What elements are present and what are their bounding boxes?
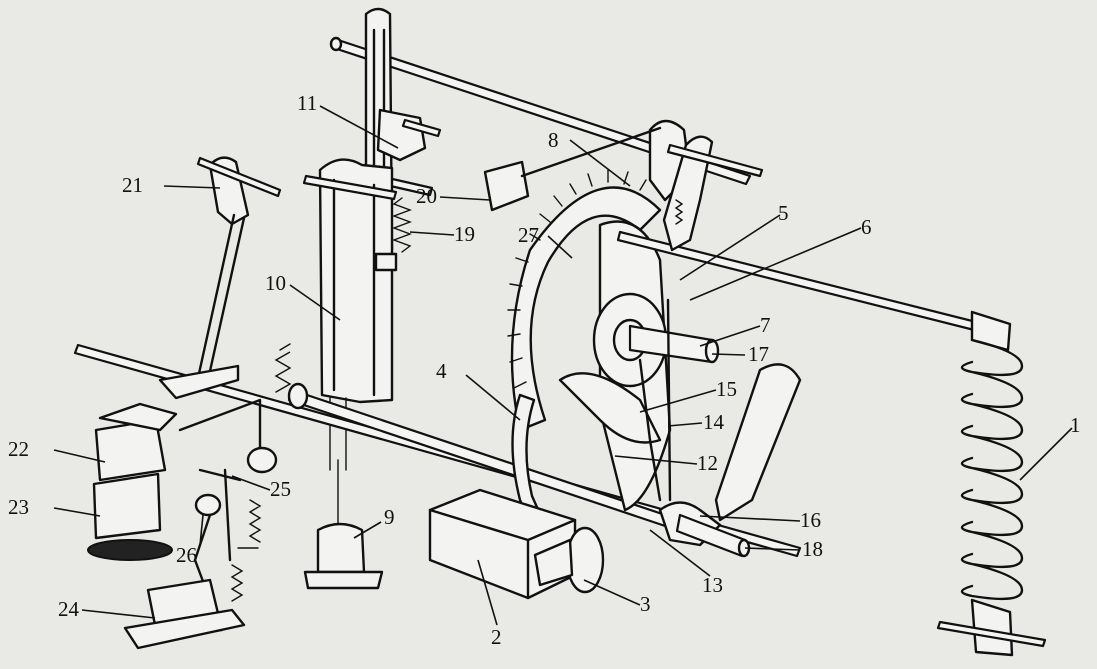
label-6: 6 bbox=[861, 215, 872, 239]
label-18: 18 bbox=[802, 537, 823, 561]
label-14: 14 bbox=[703, 410, 725, 434]
label-5: 5 bbox=[778, 201, 789, 225]
label-9: 9 bbox=[384, 505, 395, 529]
frame-10 bbox=[302, 158, 398, 471]
top-shaft bbox=[329, 36, 752, 186]
label-8: 8 bbox=[548, 128, 559, 152]
label-19: 19 bbox=[454, 222, 475, 246]
label-10: 10 bbox=[265, 271, 286, 295]
bracket-20 bbox=[483, 126, 662, 212]
label-12: 12 bbox=[697, 451, 718, 475]
magnet-24 bbox=[123, 564, 246, 650]
label-11: 11 bbox=[297, 91, 317, 115]
label-21: 21 bbox=[122, 173, 143, 197]
label-15: 15 bbox=[716, 377, 737, 401]
label-17: 17 bbox=[748, 342, 769, 366]
label-23: 23 bbox=[8, 495, 29, 519]
label-4: 4 bbox=[436, 359, 447, 383]
label-13: 13 bbox=[702, 573, 723, 597]
label-1: 1 bbox=[1070, 413, 1081, 437]
label-16: 16 bbox=[800, 508, 821, 532]
label-26: 26 bbox=[176, 543, 197, 567]
spring-1 bbox=[936, 310, 1047, 657]
leader-lines bbox=[53, 105, 1073, 626]
gear-27 bbox=[507, 169, 662, 432]
link-21 bbox=[196, 156, 282, 382]
disc-3 bbox=[533, 526, 605, 594]
crank-16 bbox=[658, 501, 751, 558]
label-24: 24 bbox=[58, 597, 80, 621]
pawl-8 bbox=[648, 119, 764, 252]
callout-labels: 1 2 3 4 5 6 7 8 9 10 11 12 13 14 15 16 1… bbox=[8, 91, 1081, 649]
spring-19 bbox=[374, 197, 412, 272]
weight-9 bbox=[303, 459, 384, 590]
label-25: 25 bbox=[270, 477, 291, 501]
magnet-22-23 bbox=[87, 402, 178, 561]
label-22: 22 bbox=[8, 437, 29, 461]
lever-group bbox=[558, 298, 802, 522]
label-27: 27 bbox=[518, 223, 539, 247]
label-3: 3 bbox=[640, 592, 651, 616]
label-20: 20 bbox=[416, 184, 437, 208]
linkage-25-26 bbox=[158, 343, 292, 602]
label-7: 7 bbox=[760, 313, 771, 337]
label-2: 2 bbox=[491, 625, 502, 649]
